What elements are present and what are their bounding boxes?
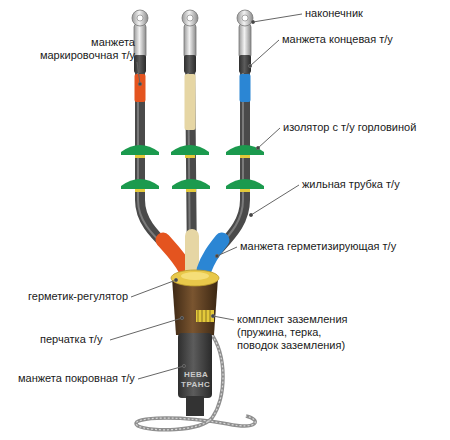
marking-cuff — [135, 74, 146, 102]
leader-line — [180, 316, 183, 319]
marking-cuff — [240, 74, 251, 102]
leader-line — [256, 146, 259, 149]
breakout-glove — [171, 270, 219, 286]
breakout-glove — [202, 310, 203, 322]
leader-line — [182, 364, 185, 367]
part-label: манжета покровная т/у — [18, 372, 135, 385]
marking-cuff — [134, 55, 146, 73]
marking-cuff — [184, 55, 196, 73]
cable-lug — [132, 10, 253, 58]
cover-cuff — [178, 333, 212, 398]
cable-lug — [132, 10, 148, 26]
part-label: наконечник — [305, 7, 363, 20]
part-label: манжета концевая т/у — [282, 33, 393, 46]
leader-line — [248, 64, 251, 67]
part-label: манжета герметизирующая т/у — [240, 240, 396, 253]
breakout-glove — [181, 272, 209, 280]
insulator-shed — [135, 155, 145, 158]
leader-line — [137, 62, 140, 84]
cable-lug — [242, 15, 248, 21]
insulator-shed — [135, 189, 145, 192]
breakout-glove — [171, 270, 219, 335]
breakout-glove — [196, 310, 214, 322]
insulator-shed — [240, 189, 250, 192]
cable-lug — [137, 15, 143, 21]
cover-cuff — [186, 396, 204, 416]
leader-line — [217, 247, 237, 256]
part-label: изолятор с т/у горловиной — [283, 121, 416, 134]
sealing-cuff — [185, 236, 199, 270]
leader-line — [211, 314, 214, 317]
leader-line — [174, 278, 177, 281]
cable-lug — [187, 15, 193, 21]
cover-cuff — [178, 333, 212, 416]
insulator-shed — [121, 145, 159, 155]
sealing-cuff — [163, 236, 222, 270]
insulator-shed — [171, 145, 209, 155]
part-label: жильная трубка т/у — [302, 178, 400, 191]
leader-line — [138, 82, 141, 85]
insulator-shed — [186, 189, 196, 192]
part-label: перчатка т/у — [40, 333, 102, 346]
insulator-shed — [172, 179, 210, 189]
leader-line — [253, 14, 302, 22]
cable-lug — [182, 10, 198, 26]
marking-cuff — [185, 74, 196, 130]
part-label: манжета маркировочная т/у — [30, 36, 135, 62]
leader-line — [258, 128, 280, 148]
marking-cuff — [239, 55, 251, 73]
leader-line — [138, 366, 184, 379]
brand-watermark: НЕВА — [184, 370, 208, 379]
leader-line — [251, 20, 254, 23]
leader-line — [213, 316, 234, 320]
cable-lug — [237, 10, 253, 26]
breakout-glove — [206, 310, 207, 322]
cable-lug — [184, 24, 196, 58]
leader-line — [215, 254, 218, 257]
marking-cuff — [134, 55, 251, 130]
insulator-shed — [121, 179, 159, 189]
leader-line — [251, 185, 299, 215]
leader-line — [131, 280, 176, 297]
breakout-glove — [198, 310, 199, 322]
leader-line — [110, 318, 182, 340]
leader-line — [249, 213, 252, 216]
insulator-shed — [121, 145, 264, 192]
brand-watermark: ТРАНС — [181, 380, 210, 389]
part-label: комплект заземления (пружина, терка, пов… — [237, 313, 362, 352]
sealing-cuff — [163, 240, 186, 270]
cable-lug — [239, 24, 251, 58]
insulator-shed — [226, 145, 264, 155]
part-label: герметик-регулятор — [28, 290, 128, 303]
insulator-shed — [185, 155, 195, 158]
insulator-shed — [240, 155, 250, 158]
breakout-glove — [172, 278, 218, 335]
breakout-glove — [210, 310, 211, 322]
insulator-shed — [226, 179, 264, 189]
leader-line — [250, 40, 279, 66]
cable-lug — [134, 24, 146, 58]
